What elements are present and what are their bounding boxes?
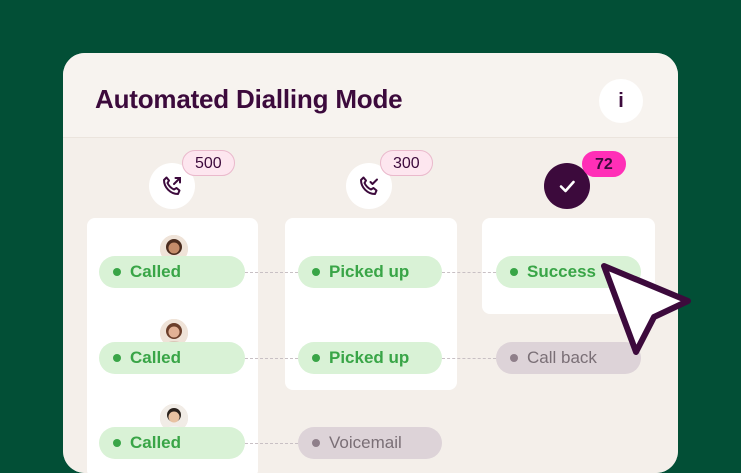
success-count: 72	[582, 151, 626, 177]
status-pill-called: Called	[99, 427, 245, 459]
status-label: Picked up	[329, 262, 410, 281]
phone-outgoing-icon	[163, 176, 181, 195]
status-dot	[312, 354, 320, 362]
status-label: Voicemail	[329, 433, 402, 452]
status-label: Picked up	[329, 348, 410, 367]
connector	[442, 272, 496, 273]
status-label: Called	[130, 433, 182, 452]
status-label: Success	[527, 262, 596, 281]
status-label: Called	[130, 262, 182, 281]
status-pill-called: Called	[99, 256, 245, 288]
checkmark-icon	[559, 180, 575, 193]
status-dot	[312, 439, 320, 447]
status-pill-called: Called	[99, 342, 245, 374]
status-dot	[510, 268, 518, 276]
connector	[245, 443, 298, 444]
status-dot	[113, 268, 121, 276]
status-pill-voicemail: Voicemail	[298, 427, 442, 459]
info-button[interactable]: i	[599, 79, 643, 123]
card-header: Automated Dialling Mode i	[63, 53, 678, 138]
status-pill-call-back: Call back	[496, 342, 641, 374]
page-title: Automated Dialling Mode	[95, 84, 403, 114]
status-dot	[113, 354, 121, 362]
connector	[245, 272, 298, 273]
phone-check-icon	[360, 176, 378, 195]
status-label: Call back	[527, 348, 597, 367]
stage-success	[544, 163, 590, 209]
status-label: Called	[130, 348, 182, 367]
info-icon: i	[618, 89, 624, 112]
status-pill-picked-up: Picked up	[298, 256, 442, 288]
status-dot	[113, 439, 121, 447]
connector	[245, 358, 298, 359]
connector	[442, 358, 496, 359]
dialled-count: 500	[182, 150, 235, 176]
pointer-cursor-icon	[601, 263, 691, 355]
status-dot	[312, 268, 320, 276]
picked-up-count: 300	[380, 150, 433, 176]
dialling-mode-card: Automated Dialling Mode i 500 300 72	[63, 53, 678, 473]
status-pill-picked-up: Picked up	[298, 342, 442, 374]
status-dot	[510, 354, 518, 362]
